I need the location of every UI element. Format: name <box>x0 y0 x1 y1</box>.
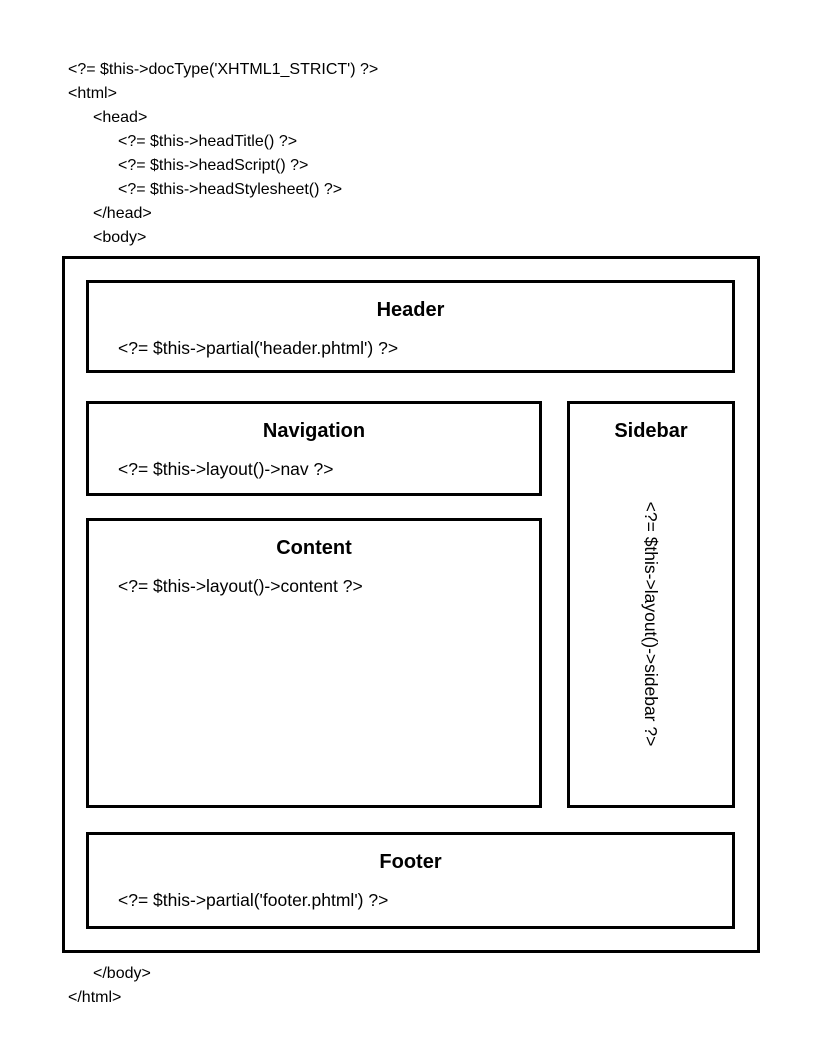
code-listing-top: <?= $this->docType('XHTML1_STRICT') ?> <… <box>68 58 378 250</box>
sidebar-box: Sidebar <?= $this->layout()->sidebar ?> <box>567 401 735 808</box>
code-line-head-title: <?= $this->headTitle() ?> <box>118 133 298 150</box>
code-line-head-script: <?= $this->headScript() ?> <box>118 157 309 174</box>
code-line-head-stylesheet: <?= $this->headStylesheet() ?> <box>118 181 343 198</box>
code-line-head-open: <head> <box>93 109 148 126</box>
body-layout-outer-box: Header <?= $this->partial('header.phtml'… <box>62 256 760 953</box>
code-line-doctype: <?= $this->docType('XHTML1_STRICT') ?> <box>68 61 379 78</box>
code-listing-bottom: </body> </html> <box>68 962 151 1010</box>
content-box-code: <?= $this->layout()->content ?> <box>118 576 363 596</box>
footer-box-code: <?= $this->partial('footer.phtml') ?> <box>118 890 389 910</box>
navigation-box-code: <?= $this->layout()->nav ?> <box>118 459 334 479</box>
navigation-box: Navigation <?= $this->layout()->nav ?> <box>86 401 542 496</box>
code-line-head-close: </head> <box>93 205 152 222</box>
content-box-title: Content <box>276 537 352 559</box>
footer-box-title: Footer <box>379 851 442 873</box>
code-line-html-open: <html> <box>68 85 117 102</box>
content-box: Content <?= $this->layout()->content ?> <box>86 518 542 808</box>
navigation-box-title: Navigation <box>262 420 366 442</box>
header-box-code: <?= $this->partial('header.phtml') ?> <box>118 338 399 358</box>
sidebar-box-code-vertical: <?= $this->layout()->sidebar ?> <box>641 501 661 747</box>
footer-box: Footer <?= $this->partial('footer.phtml'… <box>86 832 735 929</box>
sidebar-box-title: Sidebar <box>614 420 688 442</box>
code-line-body-close: </body> <box>93 965 151 982</box>
header-box-title: Header <box>376 299 445 321</box>
header-box: Header <?= $this->partial('header.phtml'… <box>86 280 735 373</box>
code-line-html-close: </html> <box>68 989 122 1006</box>
code-line-body-open: <body> <box>93 229 147 246</box>
